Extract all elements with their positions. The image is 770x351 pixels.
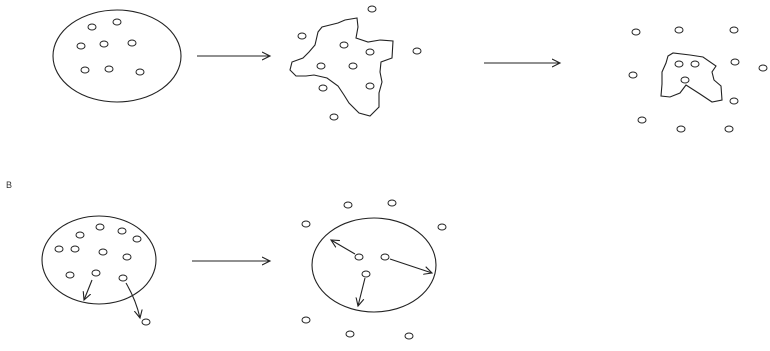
particle <box>730 98 738 104</box>
particle <box>99 249 107 255</box>
particle <box>88 24 96 30</box>
diffusion-arrow <box>358 278 365 306</box>
panel-b <box>42 200 446 339</box>
particles-inside-matrix <box>317 42 374 89</box>
particle <box>629 72 637 78</box>
particle <box>362 271 370 277</box>
eroding-matrix <box>290 18 393 116</box>
panel-a-stage-2 <box>290 6 421 120</box>
particle <box>77 43 85 49</box>
particle <box>330 114 338 120</box>
particle <box>344 202 352 208</box>
matrix-remnant <box>661 53 722 102</box>
panel-a-stage-3 <box>629 27 767 132</box>
particle <box>340 42 348 48</box>
particle <box>675 27 683 33</box>
panel-b-stage-1 <box>42 216 156 325</box>
particle <box>302 317 310 323</box>
particle <box>119 275 127 281</box>
particle <box>381 254 389 260</box>
particle <box>675 61 683 67</box>
particle <box>355 254 363 260</box>
particle <box>691 61 699 67</box>
particle <box>632 29 640 35</box>
panel-a-stage-1 <box>53 10 181 102</box>
particle <box>346 331 354 337</box>
diffusion-arrow <box>331 240 355 254</box>
particle <box>438 224 446 230</box>
particle <box>298 33 306 39</box>
particle <box>388 200 396 206</box>
particle <box>368 6 376 12</box>
particle <box>92 270 100 276</box>
particles-inside-sphere <box>55 224 141 281</box>
panel-label-b: B <box>6 180 12 190</box>
particle <box>76 232 84 238</box>
panel-a <box>53 6 767 132</box>
particle <box>142 319 150 325</box>
particle <box>302 221 310 227</box>
diffusion-arrow <box>84 280 92 300</box>
particle <box>128 40 136 46</box>
particles-inside-sphere <box>355 254 389 277</box>
particle <box>405 333 413 339</box>
released-particles <box>302 200 446 339</box>
particle <box>349 63 357 69</box>
particle <box>681 77 689 83</box>
particle <box>100 41 108 47</box>
particles-inside-remnant <box>675 61 699 83</box>
particle <box>105 66 113 72</box>
particle <box>638 117 646 123</box>
particle <box>759 65 767 71</box>
intact-sphere <box>42 216 156 304</box>
particles-inside-sphere <box>77 19 144 75</box>
particle <box>366 49 374 55</box>
particle <box>123 254 131 260</box>
particle <box>118 228 126 234</box>
particle <box>317 63 325 69</box>
released-particles <box>629 27 767 132</box>
particle <box>413 48 421 54</box>
diffusion-arrow <box>390 259 432 273</box>
particle <box>730 27 738 33</box>
released-particles <box>298 6 421 120</box>
particle <box>319 85 327 91</box>
particle <box>366 83 374 89</box>
panel-b-stage-2 <box>302 200 446 339</box>
particle <box>96 224 104 230</box>
diffusion-arrow <box>126 283 140 318</box>
particle <box>55 246 63 252</box>
particle <box>731 59 739 65</box>
particle <box>81 67 89 73</box>
intact-sphere <box>53 10 181 102</box>
intact-sphere <box>312 218 436 312</box>
particle <box>725 126 733 132</box>
particle <box>71 246 79 252</box>
particle <box>133 236 141 242</box>
particle <box>677 126 685 132</box>
particle <box>113 19 121 25</box>
particle <box>136 69 144 75</box>
particle <box>66 272 74 278</box>
